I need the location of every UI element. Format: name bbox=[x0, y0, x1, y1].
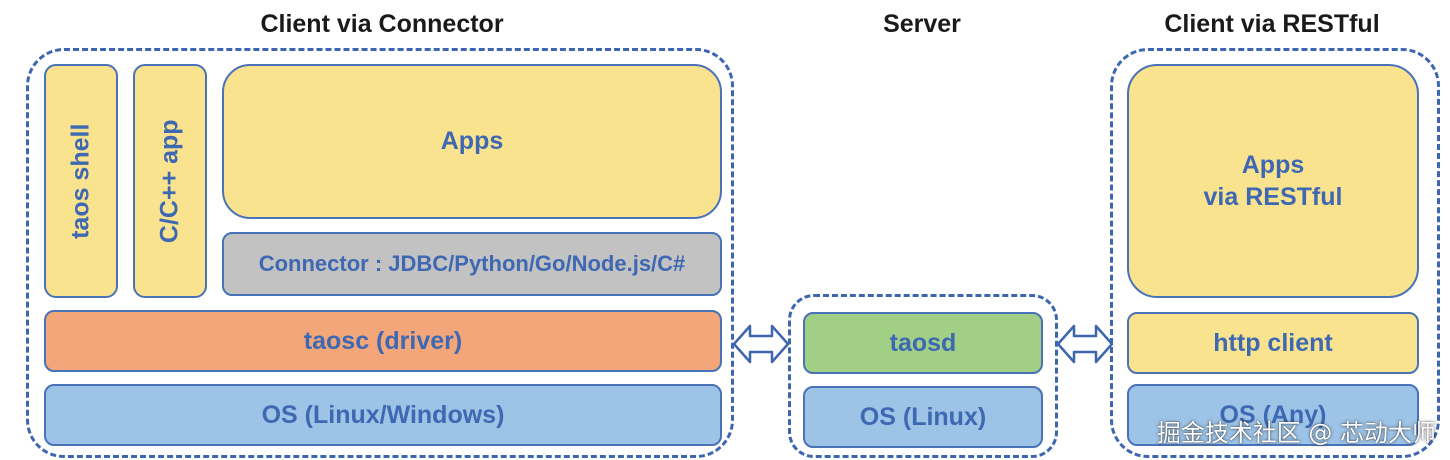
double-arrow-icon bbox=[1056, 324, 1114, 364]
client-connector-title: Client via Connector bbox=[260, 10, 504, 38]
cpp-app-label: C/C++ app bbox=[155, 119, 184, 243]
restful-os-label: OS (Any) bbox=[1219, 400, 1327, 429]
restful-apps-label-line2: via RESTful bbox=[1203, 183, 1343, 211]
restful-apps-box: Apps via RESTful bbox=[1127, 64, 1419, 298]
client-restful-group bbox=[1110, 48, 1440, 458]
taosd-label: taosd bbox=[889, 328, 957, 357]
apps-label: Apps bbox=[440, 127, 504, 156]
apps-box: Apps bbox=[222, 64, 722, 219]
server-os-label: OS (Linux) bbox=[859, 402, 987, 431]
http-client-label: http client bbox=[1213, 328, 1333, 357]
taos-shell-label: taos shell bbox=[66, 123, 95, 239]
connector-label: Connector : JDBC/Python/Go/Node.js/C# bbox=[258, 250, 686, 276]
taosc-driver-label: taosc (driver) bbox=[303, 326, 463, 355]
client-restful-title: Client via RESTful bbox=[1164, 10, 1380, 38]
taos-shell-box: taos shell bbox=[44, 64, 118, 298]
restful-apps-label-line1: Apps bbox=[1241, 150, 1305, 179]
connector-box: Connector : JDBC/Python/Go/Node.js/C# bbox=[222, 232, 722, 296]
cpp-app-box: C/C++ app bbox=[133, 64, 207, 298]
server-os-box: OS (Linux) bbox=[803, 386, 1043, 448]
double-arrow-icon bbox=[732, 324, 790, 364]
restful-os-box: OS (Any) bbox=[1127, 384, 1419, 446]
taosc-driver-box: taosc (driver) bbox=[44, 310, 722, 372]
server-title: Server bbox=[883, 10, 961, 38]
server-group bbox=[788, 294, 1058, 458]
http-client-box: http client bbox=[1127, 312, 1419, 374]
client-os-box: OS (Linux/Windows) bbox=[44, 384, 722, 446]
taosd-box: taosd bbox=[803, 312, 1043, 374]
client-connector-group bbox=[26, 48, 734, 458]
client-os-label: OS (Linux/Windows) bbox=[261, 400, 505, 429]
watermark: 掘金技术社区 @ 芯动大师 bbox=[1156, 419, 1436, 447]
